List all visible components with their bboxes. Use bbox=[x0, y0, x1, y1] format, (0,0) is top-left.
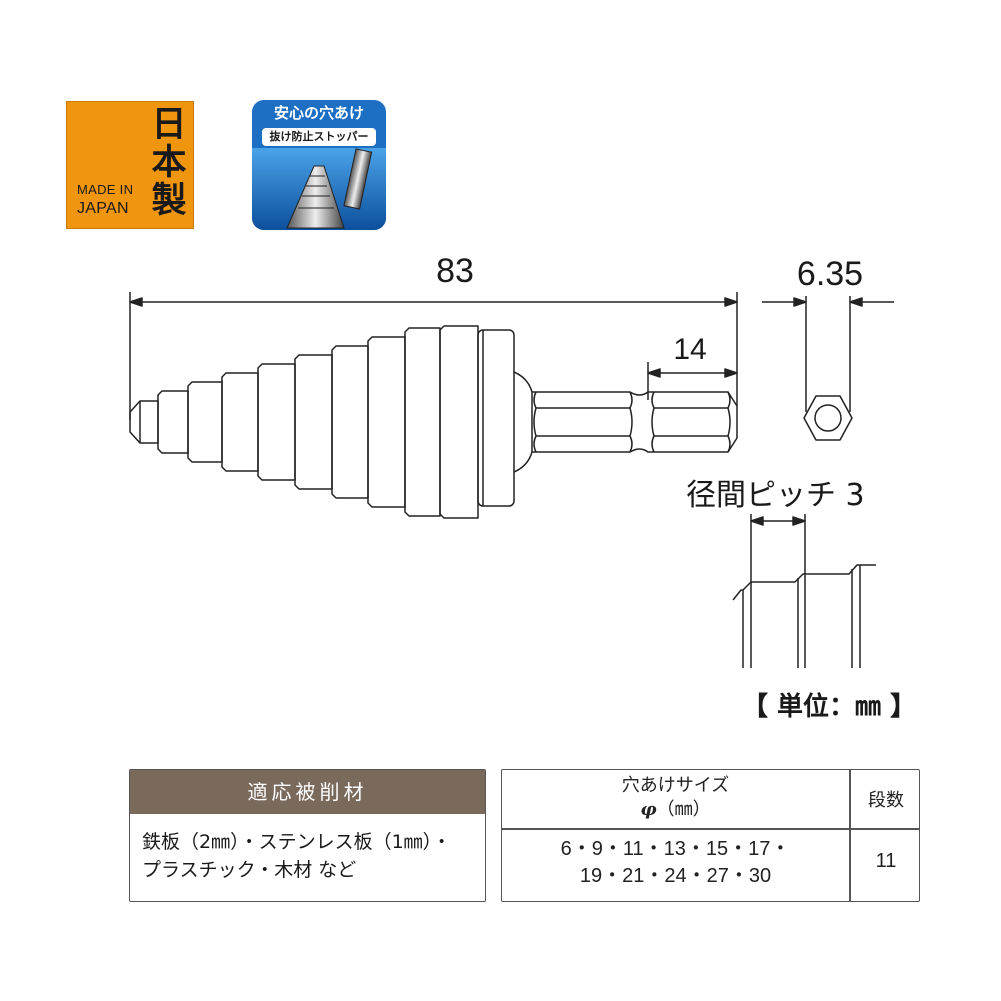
drill-step bbox=[187, 381, 223, 463]
pitch-label: 径間ピッチ 3 bbox=[686, 478, 865, 513]
arrow-icon bbox=[129, 297, 143, 307]
dimension-shank-length: 14 bbox=[673, 333, 707, 366]
arrow-icon bbox=[849, 297, 863, 307]
dimension-hex-width: 6.35 bbox=[796, 255, 864, 293]
spec-table: 穴あけサイズ φ（㎜） 段数 6・9・11・13・15・17・ 19・21・24… bbox=[501, 769, 920, 902]
steps-value: 11 bbox=[875, 850, 897, 872]
drill-step bbox=[404, 327, 441, 517]
size-values: 6・9・11・13・15・17・ 19・21・24・27・30 bbox=[502, 836, 849, 890]
drill-step bbox=[157, 390, 189, 454]
drill-step bbox=[294, 354, 333, 490]
drill-neck bbox=[513, 371, 533, 473]
hex-shank-end-view bbox=[803, 395, 853, 441]
drill-shank bbox=[532, 391, 738, 453]
materials-table-body: 鉄板（2㎜）・ステンレス板（1㎜）・ プラスチック・木材 など bbox=[142, 828, 482, 884]
made-in-japan-kanji: 日本製 bbox=[151, 105, 187, 221]
arrow-icon bbox=[793, 297, 807, 307]
made-in-japan-badge: 日本製 MADE IN JAPAN bbox=[66, 101, 194, 229]
size-values-line-1: 6・9・11・13・15・17・ bbox=[560, 838, 791, 860]
unit-label: 【 単位：㎜ 】 bbox=[742, 692, 917, 722]
size-header: 穴あけサイズ φ（㎜） bbox=[502, 774, 849, 822]
arrow-icon bbox=[724, 368, 738, 378]
drill-tip bbox=[129, 400, 159, 444]
drill-step bbox=[221, 372, 259, 472]
stopper-badge-subtitle: 抜け防止ストッパー bbox=[262, 128, 376, 146]
materials-line-1: 鉄板（2㎜）・ステンレス板（1㎜）・ bbox=[142, 831, 452, 853]
size-header-unit: （㎜） bbox=[656, 799, 711, 820]
steps-header: 段数 bbox=[868, 790, 904, 811]
stopper-badge-title: 安心の穴あけ bbox=[273, 104, 364, 122]
drill-step bbox=[257, 363, 296, 481]
materials-line-2: プラスチック・木材 など bbox=[142, 859, 357, 881]
materials-table: 適応被削材 鉄板（2㎜）・ステンレス板（1㎜）・ プラスチック・木材 など bbox=[129, 769, 486, 902]
made-in-label: MADE IN bbox=[77, 182, 134, 197]
arrow-icon bbox=[792, 516, 806, 526]
drill-step bbox=[367, 336, 406, 508]
arrow-icon bbox=[724, 297, 738, 307]
drill-step bbox=[331, 345, 369, 499]
pitch-profile bbox=[732, 564, 876, 601]
drill-step bbox=[439, 325, 479, 519]
step-drill-photo-icon bbox=[252, 148, 386, 230]
dimension-total-length: 83 bbox=[436, 252, 474, 290]
japan-label: JAPAN bbox=[77, 200, 129, 217]
size-values-line-2: 19・21・24・27・30 bbox=[579, 865, 772, 887]
stopper-collar bbox=[477, 329, 515, 507]
stopper-badge: 安心の穴あけ 抜け防止ストッパー bbox=[252, 100, 386, 230]
arrow-icon bbox=[750, 516, 764, 526]
size-header-label: 穴あけサイズ bbox=[621, 775, 730, 796]
materials-table-header: 適応被削材 bbox=[130, 770, 485, 814]
phi-symbol: φ bbox=[640, 799, 657, 820]
hex-inner-circle bbox=[814, 404, 842, 432]
arrow-icon bbox=[647, 368, 661, 378]
